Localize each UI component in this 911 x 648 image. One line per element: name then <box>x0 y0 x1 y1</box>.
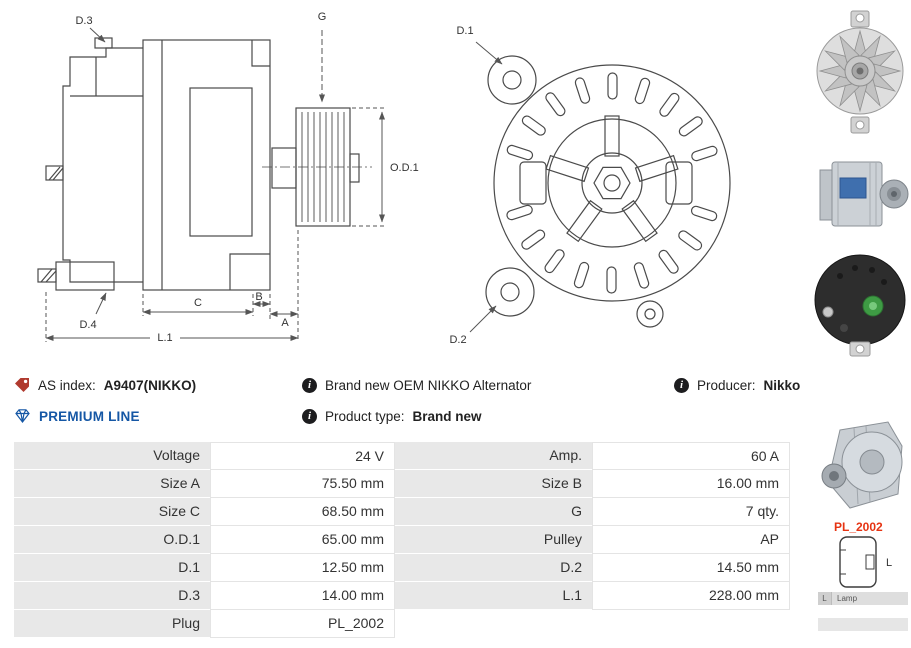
product-photo-angle[interactable] <box>810 412 911 524</box>
dim-label-c: C <box>194 297 202 309</box>
spec-label: Voltage <box>14 442 210 470</box>
dim-label-d4: D.4 <box>79 319 96 331</box>
spec-value: 16.00 mm <box>592 470 790 498</box>
tag-icon <box>15 378 29 392</box>
spec-value: 75.50 mm <box>210 470 395 498</box>
spec-value: 65.00 mm <box>210 526 395 554</box>
dimension-lines <box>45 27 503 342</box>
spec-value: 228.00 mm <box>592 582 790 610</box>
product-description: Brand new OEM NIKKO Alternator <box>302 372 531 398</box>
front-view-drawing <box>485 55 731 328</box>
producer-label: Producer: <box>697 377 756 393</box>
spec-label-empty <box>395 610 592 638</box>
spec-label: D.3 <box>14 582 210 610</box>
spec-label: G <box>395 498 592 526</box>
producer-value: Nikko <box>763 377 801 393</box>
spec-value: 60 A <box>592 442 790 470</box>
as-index-value: A9407(NIKKO) <box>103 377 197 393</box>
spec-value-empty <box>592 610 790 638</box>
dim-label-g: G <box>318 11 327 23</box>
spec-table: Voltage 24 V Amp. 60 A Size A 75.50 mm S… <box>14 442 790 638</box>
dim-label-d1: D.1 <box>456 25 473 37</box>
product-info: AS index: A9407(NIKKO) Brand new OEM NIK… <box>14 372 800 429</box>
product-type: Product type: Brand new <box>302 403 482 429</box>
spec-label: Size C <box>14 498 210 526</box>
spec-value: 14.00 mm <box>210 582 395 610</box>
info-icon <box>674 377 689 393</box>
spec-value: 12.50 mm <box>210 554 395 582</box>
dim-label-l1: L.1 <box>157 332 172 344</box>
plug-legend-empty-row <box>818 618 908 631</box>
spec-value: PL_2002 <box>210 610 395 638</box>
as-index-label: AS index: <box>38 377 96 393</box>
spec-value: 68.50 mm <box>210 498 395 526</box>
spec-label: Pulley <box>395 526 592 554</box>
spec-label: L.1 <box>395 582 592 610</box>
product-photo-side[interactable] <box>810 148 911 240</box>
spec-value: 24 V <box>210 442 395 470</box>
plug-code: PL_2002 <box>834 520 883 534</box>
premium-line-label: PREMIUM LINE <box>39 408 140 424</box>
spec-label: D.1 <box>14 554 210 582</box>
plug-diagram: L <box>839 536 892 588</box>
spec-label: Size B <box>395 470 592 498</box>
spec-label: O.D.1 <box>14 526 210 554</box>
product-photo-column: PL_2002 L L Lamp <box>810 0 911 648</box>
plug-pin-label: L <box>886 557 892 569</box>
spec-value: 7 qty. <box>592 498 790 526</box>
dim-label-od1: O.D.1 <box>390 162 419 174</box>
dim-label-a: A <box>281 317 289 329</box>
dim-label-b: B <box>255 291 262 303</box>
spec-label: Plug <box>14 610 210 638</box>
info-icon <box>302 377 317 393</box>
plug-legend-desc: Lamp <box>837 594 858 603</box>
product-photo-rear[interactable] <box>810 248 911 360</box>
producer: Producer: Nikko <box>674 372 800 398</box>
product-description-text: Brand new OEM NIKKO Alternator <box>325 377 532 393</box>
side-view-drawing <box>37 37 372 291</box>
spec-value: AP <box>592 526 790 554</box>
product-type-value: Brand new <box>412 408 482 424</box>
premium-line: PREMIUM LINE <box>14 403 140 429</box>
product-photo-front[interactable] <box>810 5 911 140</box>
technical-drawing: G O.D.1 D.3 D.4 C B A L.1 D.1 D.2 <box>37 11 731 346</box>
product-type-label: Product type: <box>325 408 405 424</box>
spec-value: 14.50 mm <box>592 554 790 582</box>
info-icon <box>302 408 317 424</box>
plug-legend-row: L Lamp <box>818 592 908 605</box>
spec-label: Size A <box>14 470 210 498</box>
dim-label-d2: D.2 <box>449 334 466 346</box>
spec-label: D.2 <box>395 554 592 582</box>
spec-label: Amp. <box>395 442 592 470</box>
as-index: AS index: A9407(NIKKO) <box>14 372 196 398</box>
plug-legend-pin: L <box>818 592 832 605</box>
dim-label-d3: D.3 <box>75 15 92 27</box>
diamond-icon <box>15 409 30 423</box>
